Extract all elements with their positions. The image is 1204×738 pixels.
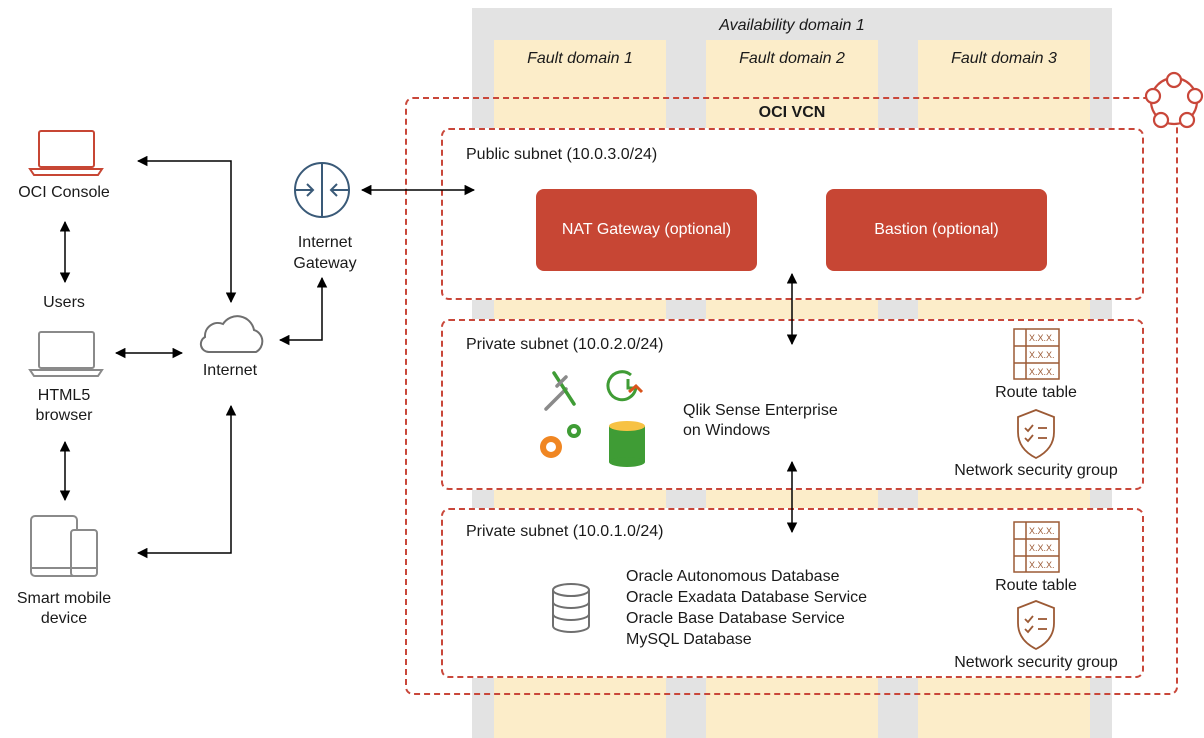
fault-domain-2-label: Fault domain 2 — [739, 50, 845, 67]
connectors — [59, 155, 798, 559]
qlik-app-label-line2: on Windows — [683, 422, 771, 439]
gears-icon — [540, 424, 581, 458]
browser-laptop-icon — [28, 331, 104, 377]
vcn-boundary — [405, 97, 1178, 695]
internet-gateway-icon — [294, 162, 350, 218]
route-table-label-db: Route table — [995, 577, 1077, 594]
route-cell: X.X.X. — [1029, 526, 1055, 536]
shield-icon — [1017, 409, 1055, 460]
db-subnet-label: Private subnet (10.0.1.0/24) — [466, 523, 664, 540]
database-cylinder-icon — [609, 421, 645, 467]
internet-gateway-label-line2: Gateway — [293, 255, 357, 272]
db-service-line-2: Oracle Exadata Database Service — [626, 589, 868, 606]
mobile-label-line2: device — [40, 610, 88, 627]
database-icon — [552, 583, 590, 633]
cloud-icon — [199, 315, 264, 354]
db-service-line-3: Oracle Base Database Service — [626, 610, 845, 627]
route-table-label-app: Route table — [995, 384, 1077, 401]
db-private-subnet — [441, 508, 1144, 678]
app-subnet-label: Private subnet (10.0.2.0/24) — [466, 336, 664, 353]
route-cell: X.X.X. — [1029, 543, 1055, 553]
fault-domain-1-label: Fault domain 1 — [527, 50, 633, 67]
browser-label-line2: browser — [35, 407, 93, 424]
route-table-icon: X.X.X. X.X.X. X.X.X. — [1013, 521, 1060, 573]
qlik-app-label-line1: Qlik Sense Enterprise — [683, 402, 838, 419]
clock-refresh-icon — [606, 370, 644, 402]
mobile-label-line1: Smart mobile — [16, 590, 112, 607]
internet-label: Internet — [202, 362, 258, 379]
route-cell: X.X.X. — [1029, 367, 1055, 377]
connector-icon — [544, 371, 576, 411]
users-label: Users — [43, 294, 85, 311]
route-table-icon: X.X.X. X.X.X. X.X.X. — [1013, 328, 1060, 380]
arrow-console-internet — [136, 155, 237, 304]
nsg-label-db: Network security group — [954, 654, 1118, 671]
bastion-box: Bastion (optional) — [826, 189, 1047, 271]
internet-gateway-label-line1: Internet — [297, 234, 353, 251]
db-service-line-1: Oracle Autonomous Database — [626, 568, 840, 585]
arrow-internet-gateway — [278, 276, 328, 346]
route-cell: X.X.X. — [1029, 560, 1055, 570]
db-service-line-4: MySQL Database — [626, 631, 752, 648]
nat-gateway-box: NAT Gateway (optional) — [536, 189, 757, 271]
public-subnet-label: Public subnet (10.0.3.0/24) — [466, 146, 658, 163]
fault-domain-3-label: Fault domain 3 — [951, 50, 1057, 67]
vcn-network-icon — [1144, 71, 1204, 129]
availability-domain-label: Availability domain 1 — [719, 17, 865, 34]
arrow-mobile-internet — [136, 404, 237, 559]
nsg-label-app: Network security group — [954, 462, 1118, 479]
route-cell: X.X.X. — [1029, 333, 1055, 343]
oci-console-label: OCI Console — [18, 184, 110, 201]
laptop-icon — [28, 130, 104, 176]
qlik-app-icons — [540, 370, 645, 467]
browser-label-line1: HTML5 — [37, 387, 91, 404]
shield-icon — [1017, 600, 1055, 651]
route-cell: X.X.X. — [1029, 350, 1055, 360]
vcn-label: OCI VCN — [758, 104, 826, 121]
mobile-device-icon — [30, 515, 98, 577]
